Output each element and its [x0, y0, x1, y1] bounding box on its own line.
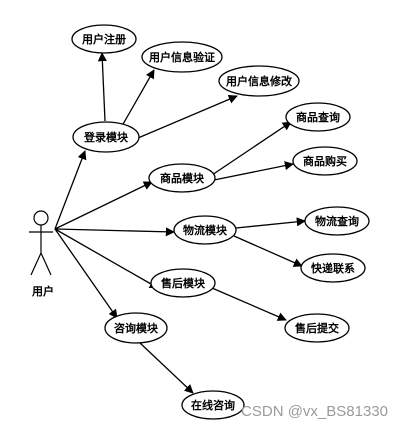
watermark: CSDN @vx_BS81330: [241, 403, 388, 420]
edge-user-consult: [54, 228, 118, 319]
use-case-label: 咨询模块: [114, 321, 159, 335]
edge-aftersale-submit: [211, 287, 287, 321]
use-case-after-sale-submit: 售后提交: [284, 313, 350, 343]
use-case-register: 用户注册: [71, 24, 137, 54]
actor-user: 用户: [29, 210, 54, 298]
use-case-label: 物流模块: [183, 223, 228, 237]
edge-login-verify: [121, 69, 155, 127]
use-case-goods-query: 商品查询: [285, 102, 351, 132]
use-case-goods-buy: 商品购买: [292, 146, 358, 176]
use-case-label: 用户信息修改: [226, 74, 293, 88]
use-case-label: 商品模块: [160, 171, 205, 185]
edge-logistics-query: [235, 217, 306, 229]
edge-goods-query: [211, 121, 292, 176]
edge-user-login: [54, 150, 87, 230]
use-case-after-sale: 售后模块: [150, 268, 216, 298]
use-case-label: 商品查询: [296, 110, 340, 124]
edges: [54, 52, 306, 394]
use-case-express: 快递联系: [300, 253, 366, 283]
actor-label: 用户: [32, 284, 54, 298]
use-case-verify: 用户信息验证: [141, 41, 223, 73]
actor-head: [33, 210, 49, 226]
use-case-label: 登录模块: [83, 130, 129, 144]
use-case-label: 商品购买: [303, 154, 347, 168]
edge-login-modify: [137, 95, 238, 139]
edge-user-aftersale: [54, 228, 159, 289]
use-case-label: 在线咨询: [191, 398, 235, 412]
use-case-label: 用户信息验证: [149, 50, 215, 64]
use-case-logistics: 物流模块: [173, 215, 237, 245]
use-case-label: 快递联系: [310, 261, 355, 275]
use-case-consult: 咨询模块: [104, 312, 168, 344]
use-case-online-consult: 在线咨询: [181, 390, 245, 420]
edge-user-goods: [54, 181, 153, 230]
edge-goods-buy: [213, 161, 294, 181]
use-case-label: 用户注册: [82, 32, 126, 46]
edge-user-logistics: [54, 227, 175, 237]
use-case-logistics-query: 物流查询: [304, 206, 370, 236]
use-case-label: 售后提交: [294, 321, 339, 335]
use-case-label: 售后模块: [160, 276, 206, 290]
edge-logistics-express: [233, 235, 303, 267]
use-case-modify: 用户信息修改: [218, 65, 300, 97]
actor-left-leg: [30, 252, 42, 276]
edge-consult-online: [139, 342, 194, 394]
use-case-login: 登录模块: [72, 121, 140, 153]
use-case-label: 物流查询: [315, 214, 359, 228]
actor-right-leg: [40, 252, 52, 276]
edge-login-register: [97, 52, 107, 122]
use-case-goods: 商品模块: [148, 163, 216, 193]
